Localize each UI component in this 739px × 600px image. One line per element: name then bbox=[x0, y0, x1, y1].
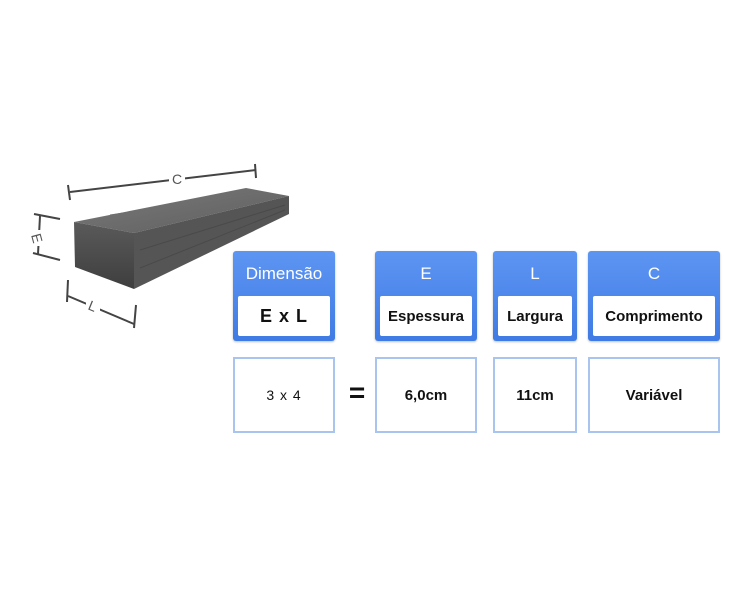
l-dimension-tick-left bbox=[66, 279, 69, 303]
header-label: Comprimento bbox=[593, 296, 715, 336]
header-card-largura: L Largura bbox=[493, 251, 577, 341]
l-label-bg bbox=[86, 298, 100, 314]
beam-top-face bbox=[74, 188, 289, 233]
value-comprimento: Variável bbox=[588, 357, 720, 433]
equals-sign: = bbox=[348, 377, 366, 408]
beam-grain bbox=[139, 204, 286, 251]
header-card-comprimento: C Comprimento bbox=[588, 251, 720, 341]
beam-grain bbox=[139, 209, 286, 269]
header-symbol: Dimensão bbox=[245, 264, 323, 283]
beam-front-face bbox=[74, 222, 134, 289]
beam-side-face bbox=[134, 196, 289, 289]
header-label: Largura bbox=[498, 296, 572, 336]
header-card-dimensao: Dimensão E x L bbox=[233, 251, 335, 341]
e-dimension-label: E bbox=[28, 232, 46, 245]
c-dimension-tick-right bbox=[254, 163, 257, 179]
value-espessura: 6,0cm bbox=[375, 357, 477, 433]
c-dimension-tick-left bbox=[67, 184, 71, 201]
header-symbol: C bbox=[647, 264, 661, 283]
header-label: E x L bbox=[238, 296, 330, 336]
e-dimension-tick-bottom bbox=[32, 252, 61, 261]
e-label-bg bbox=[30, 230, 46, 246]
l-dimension-line bbox=[67, 295, 135, 325]
value-dimensao: 3 x 4 bbox=[233, 357, 335, 433]
header-symbol: L bbox=[530, 264, 540, 283]
c-label-bg bbox=[169, 171, 185, 187]
value-largura: 11cm bbox=[493, 357, 577, 433]
c-dimension-line bbox=[69, 169, 257, 193]
c-dimension-label: C bbox=[172, 171, 182, 187]
l-dimension-tick-right bbox=[133, 304, 137, 329]
header-card-espessura: E Espessura bbox=[375, 251, 477, 341]
header-label: Espessura bbox=[380, 296, 472, 336]
beam-grain bbox=[109, 192, 261, 216]
header-symbol: E bbox=[420, 264, 432, 283]
e-dimension-tick-top bbox=[33, 213, 61, 220]
